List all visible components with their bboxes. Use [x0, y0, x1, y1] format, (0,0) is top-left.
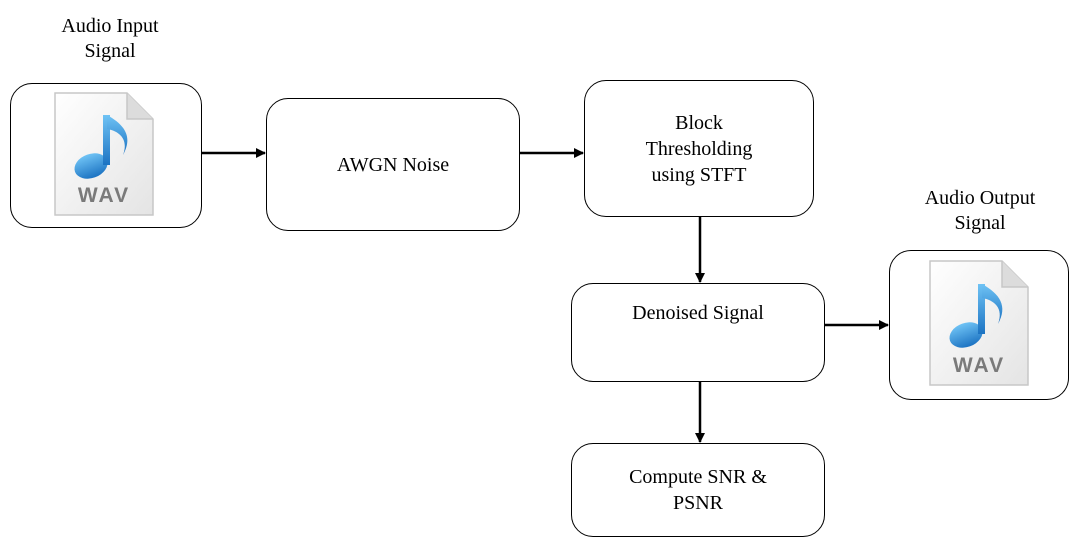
awgn-noise-box: AWGN Noise [266, 98, 520, 231]
music-note-icon [74, 115, 128, 179]
wav-label: WAV [78, 184, 130, 207]
music-note-icon [949, 284, 1003, 348]
audio-input-caption: Audio Input Signal [61, 15, 159, 62]
compute-snr-box: Compute SNR & PSNR [571, 443, 825, 537]
awgn-noise-label: AWGN Noise [336, 153, 450, 176]
audio-output-box: WAV [889, 250, 1069, 400]
audio-input-box: WAV [10, 83, 202, 228]
denoised-signal-label: Denoised Signal [632, 302, 764, 324]
audio-output-caption: Audio Output Signal [924, 187, 1036, 234]
block-thresholding-label: Block Thresholding using STFT [645, 111, 753, 186]
wav-label: WAV [953, 354, 1005, 377]
wav-file-icon: WAV [929, 260, 1029, 386]
block-thresholding-box: Block Thresholding using STFT [584, 80, 814, 217]
wav-file-icon: WAV [54, 92, 154, 216]
denoised-signal-box: Denoised Signal [571, 283, 825, 382]
compute-snr-label: Compute SNR & PSNR [629, 466, 767, 514]
